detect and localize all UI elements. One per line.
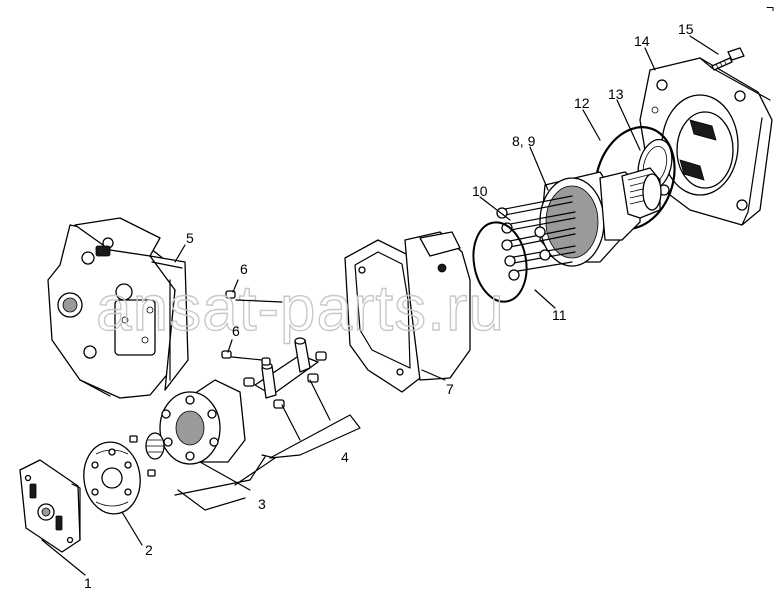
callout-6a: 6 [240, 261, 248, 277]
part-8-9-shaft-assembly [539, 167, 662, 267]
part-15-bolt [711, 47, 745, 71]
watermark: ansat-parts.ru [96, 272, 505, 344]
part-4-pivot-assembly [243, 337, 327, 409]
part-6-plug-upper [225, 290, 236, 299]
callout-4: 4 [341, 449, 349, 465]
part-10-bolt-set [496, 195, 576, 281]
callout-3: 3 [258, 496, 266, 512]
part-5-pump-body [47, 217, 189, 399]
part-3-cylinder-block [129, 379, 246, 477]
callout-2: 2 [145, 542, 153, 558]
callout-8-9: 8, 9 [512, 133, 536, 149]
callout-12: 12 [574, 95, 590, 111]
callout-11: 11 [552, 307, 567, 323]
callout-13: 13 [608, 86, 624, 102]
callout-1: 1 [84, 575, 92, 591]
callout-10: 10 [472, 183, 488, 199]
callout-5: 5 [186, 230, 194, 246]
callout-6b: 6 [232, 323, 240, 339]
part-11-gasket [472, 221, 528, 303]
part-1-cover-plate [19, 459, 81, 553]
part-6-plug-lower [221, 350, 232, 359]
leader-lines [41, 35, 719, 576]
callout-7: 7 [446, 381, 454, 397]
part-7-housing [344, 231, 471, 393]
callout-15: 15 [678, 21, 694, 37]
part-2-port-plate [83, 441, 141, 515]
callout-14: 14 [634, 33, 650, 49]
corner-mark: ¬ [766, 0, 774, 15]
